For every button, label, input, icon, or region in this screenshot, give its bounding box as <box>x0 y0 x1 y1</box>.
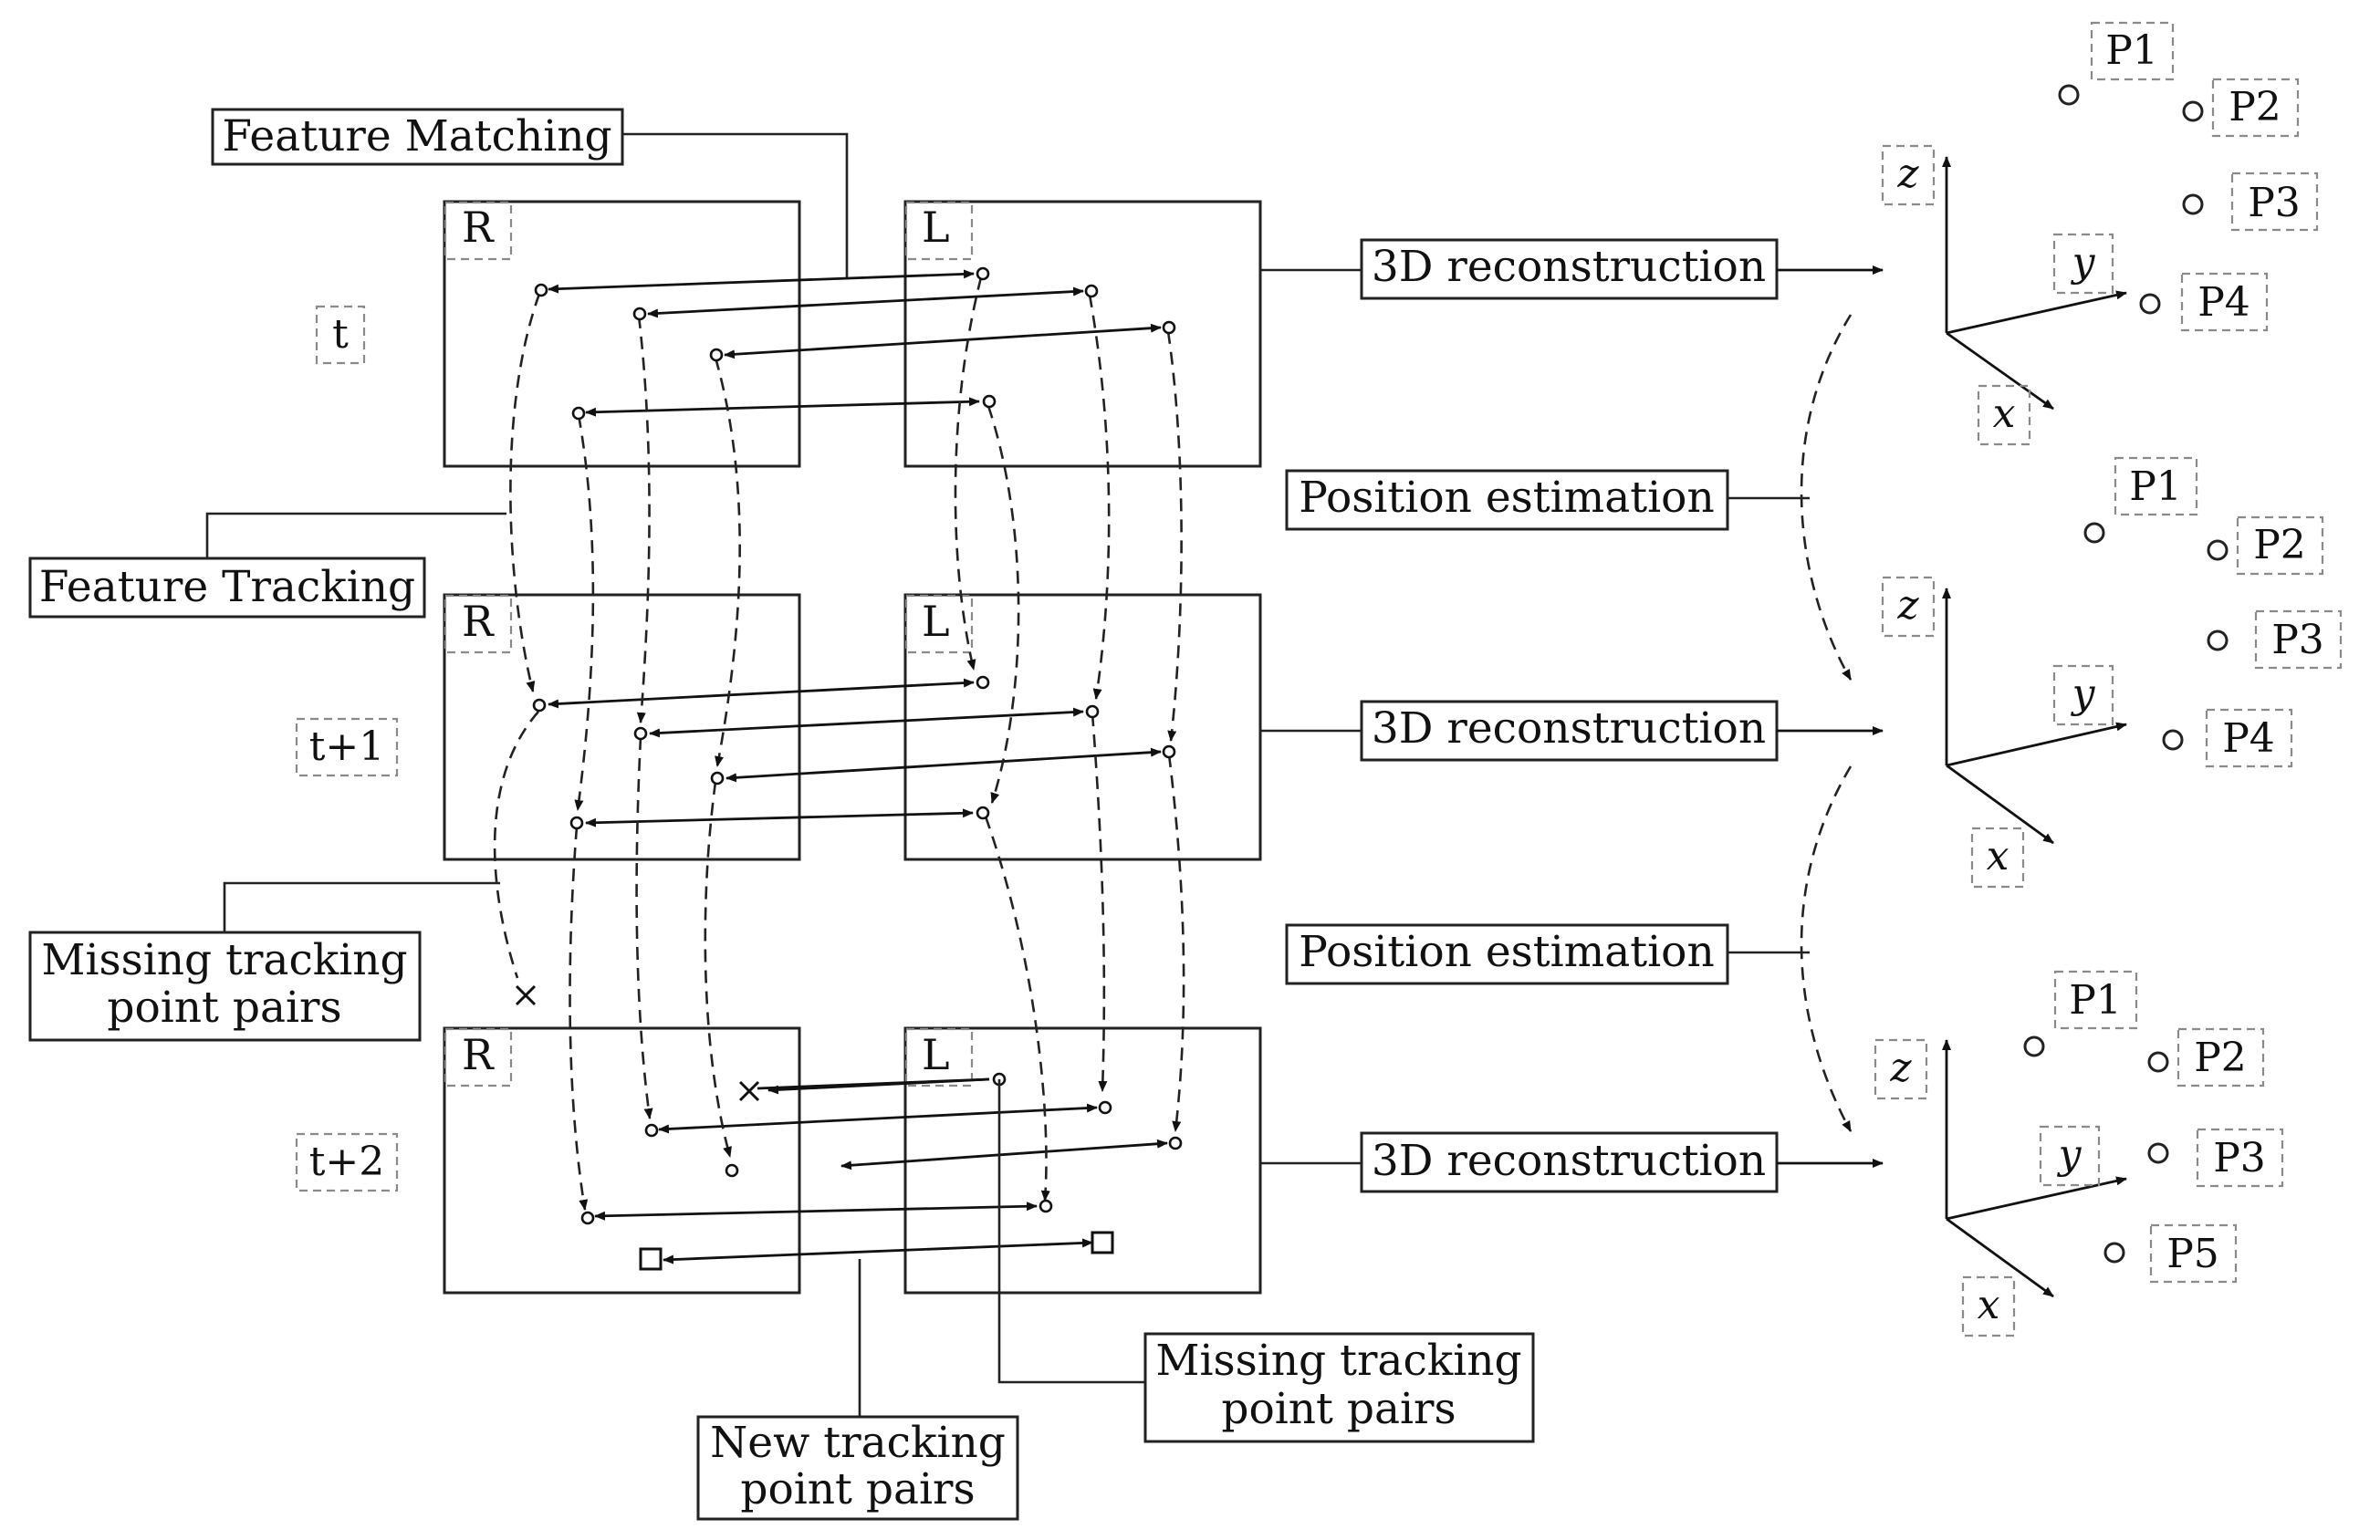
svg-text:P2: P2 <box>2194 1035 2247 1081</box>
svg-text:3D reconstruction: 3D reconstruction <box>1372 703 1766 754</box>
new-pairs-box <box>696 1415 1019 1521</box>
svg-text:P1: P1 <box>2129 463 2182 510</box>
new-pairs-callout: New tracking point pairs <box>696 1259 1019 1521</box>
svg-text:x: x <box>1993 390 2016 437</box>
svg-text:P3: P3 <box>2271 617 2324 663</box>
frames-t: R L <box>443 200 1262 468</box>
svg-text:point pairs: point pairs <box>107 983 341 1033</box>
svg-text:point pairs: point pairs <box>1221 1384 1456 1434</box>
position-estimation-2: Position estimation <box>1285 765 1853 1132</box>
lost-point-cross <box>515 984 537 1006</box>
svg-text:y: y <box>2057 1131 2082 1178</box>
svg-text:P1: P1 <box>2105 27 2158 74</box>
svg-text:t: t <box>332 311 349 358</box>
svg-text:Missing tracking: Missing tracking <box>41 935 407 985</box>
svg-text:P2: P2 <box>2253 522 2306 568</box>
missing-pairs-left-callout: Missing tracking point pairs <box>28 881 500 1042</box>
svg-text:3D reconstruction: 3D reconstruction <box>1372 1136 1766 1186</box>
svg-text:P2: P2 <box>2229 84 2281 130</box>
feature-matching-callout: Feature Matching <box>211 108 849 278</box>
svg-text:Position estimation: Position estimation <box>1299 473 1715 523</box>
frames-t1: R L <box>443 593 1262 861</box>
feature-matching-box <box>211 108 624 166</box>
coord-system-2: z y x P1 P2 P3 P4 <box>1881 456 2343 889</box>
frame-label-l: L <box>922 597 950 646</box>
missing-pairs-bottom-box <box>1143 1332 1535 1443</box>
svg-text:Position estimation: Position estimation <box>1299 927 1715 977</box>
frame-label-r: R <box>462 597 495 646</box>
lost-point-cross <box>738 1080 760 1102</box>
feature-points <box>515 266 1183 1271</box>
svg-text:z: z <box>1896 151 1919 197</box>
feature-tracking-label: Feature Tracking <box>39 562 415 612</box>
svg-text:P4: P4 <box>2197 279 2250 326</box>
feature-tracking-box <box>28 557 426 619</box>
svg-text:t+1: t+1 <box>309 723 385 770</box>
frame-l-t1 <box>903 593 1262 861</box>
svg-text:x: x <box>1987 833 2009 879</box>
feature-matching-label: Feature Matching <box>222 111 611 161</box>
svg-text:P5: P5 <box>2166 1231 2219 1277</box>
svg-text:P4: P4 <box>2222 715 2275 762</box>
frame-label-l: L <box>922 1030 950 1079</box>
reconstruction-1: 3D reconstruction <box>1260 238 1884 300</box>
svg-text:t+2: t+2 <box>309 1139 385 1185</box>
frame-label-r: R <box>462 1030 495 1079</box>
new-point-square <box>639 1247 663 1271</box>
time-label-t1: t+1 <box>295 717 399 777</box>
new-point-square <box>1091 1231 1114 1254</box>
coord-system-1: z y x P1 P2 P3 P4 <box>1881 21 2319 446</box>
feature-tracking-callout: Feature Tracking <box>28 512 506 619</box>
time-label-t2: t+2 <box>295 1132 399 1192</box>
svg-text:P3: P3 <box>2213 1135 2266 1181</box>
reconstruction-2: 3D reconstruction <box>1260 700 1884 762</box>
svg-text:y: y <box>2071 671 2096 717</box>
missing-pairs-bottom-callout: Missing tracking point pairs <box>997 1079 1535 1443</box>
frame-label-l: L <box>922 203 950 252</box>
coord-system-3: z y x P1 P2 P3 P5 <box>1874 970 2284 1337</box>
svg-text:x: x <box>1978 1282 2000 1328</box>
frame-l-t2 <box>903 1026 1262 1295</box>
reconstruction-3: 3D reconstruction <box>1260 1131 1884 1193</box>
frame-r-t <box>443 200 801 468</box>
svg-text:z: z <box>1889 1045 1912 1091</box>
position-estimation-1: Position estimation <box>1285 314 1853 681</box>
frame-r-t2 <box>443 1026 801 1295</box>
svg-text:New tracking: New tracking <box>710 1418 1006 1468</box>
svg-text:point pairs: point pairs <box>740 1464 975 1514</box>
svg-text:y: y <box>2071 239 2096 286</box>
svg-text:z: z <box>1896 582 1919 629</box>
frame-label-r: R <box>462 203 495 252</box>
svg-text:Missing tracking: Missing tracking <box>1155 1336 1521 1386</box>
svg-text:P3: P3 <box>2248 180 2301 226</box>
tracking-curves <box>493 276 1185 1211</box>
missing-pairs-left-box <box>28 931 422 1042</box>
svg-text:3D reconstruction: 3D reconstruction <box>1372 242 1766 292</box>
time-label-t: t <box>315 305 366 365</box>
matching-arrows <box>548 269 1168 1264</box>
svg-text:P1: P1 <box>2069 977 2122 1024</box>
